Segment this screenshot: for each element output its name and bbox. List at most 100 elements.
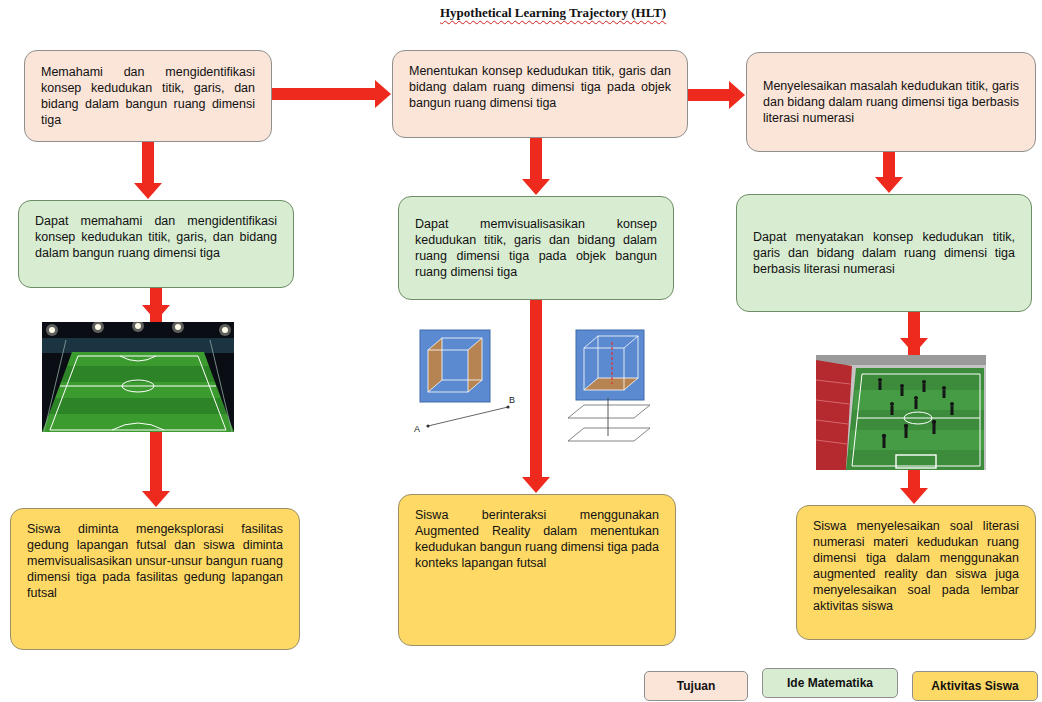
players xyxy=(878,378,954,448)
player xyxy=(914,396,918,400)
pitch-stripe xyxy=(853,390,984,410)
math-idea-box: Dapat memahami dan mengidentifikasi kons… xyxy=(18,200,294,288)
pitch-line xyxy=(50,356,226,430)
box-text: Siswa diminta mengeksplorasi fasilitas g… xyxy=(27,521,283,601)
fence-line xyxy=(44,340,66,432)
perpendicular-line xyxy=(608,398,609,436)
cube-edge xyxy=(428,338,442,350)
light xyxy=(222,327,228,333)
box-text: Memahami dan mengidentifikasi konsep ked… xyxy=(41,64,255,128)
shaded-plane xyxy=(428,338,442,392)
pitch-stripe xyxy=(42,414,234,432)
goal-area xyxy=(120,356,156,361)
goal-box: Menyelesaikan masalah kedudukan titik, g… xyxy=(746,52,1036,152)
light-glow xyxy=(46,324,58,336)
line-segment xyxy=(428,407,508,426)
center-circle xyxy=(122,380,154,392)
cube-edge xyxy=(584,348,624,390)
box-text: Dapat memvisualisasikan konsep kedudukan… xyxy=(415,216,657,280)
legend-label: Aktivitas Siswa xyxy=(931,679,1018,693)
pitch-stripe xyxy=(55,382,221,398)
player xyxy=(904,424,908,428)
light xyxy=(95,324,101,330)
box-text: Siswa berinteraksi menggunakan Augmented… xyxy=(415,507,659,571)
render-ground xyxy=(816,355,986,470)
legend-swatch: Ide Matematika xyxy=(762,668,898,698)
diagram-title: Hypothetical Learning Trajectory (HLT) xyxy=(440,5,666,21)
cube-edge xyxy=(442,338,482,380)
player xyxy=(943,390,946,398)
pitch-stripe xyxy=(67,352,209,366)
box-text: Menentukan konsep kedudukan titik, garis… xyxy=(409,63,671,111)
cube-edge xyxy=(428,350,468,392)
player xyxy=(951,406,954,415)
legend-label: Tujuan xyxy=(677,679,715,693)
player xyxy=(942,386,946,390)
player xyxy=(901,388,904,396)
figure-ground xyxy=(420,330,490,402)
pitch-stripe xyxy=(849,430,984,450)
flood-lights xyxy=(46,320,231,336)
stand xyxy=(816,360,852,470)
pitch-stripe xyxy=(49,398,227,414)
center-line xyxy=(60,386,216,387)
player xyxy=(882,434,886,438)
light-glow xyxy=(219,324,231,336)
player xyxy=(932,420,936,424)
activity-box: Siswa menyelesaikan soal literasi numera… xyxy=(796,505,1036,640)
flow-arrow xyxy=(530,300,542,478)
point-label: B xyxy=(509,395,515,405)
player xyxy=(915,400,918,409)
goal-area xyxy=(112,423,164,430)
player xyxy=(900,384,904,388)
center-circle xyxy=(904,412,932,424)
stand-row xyxy=(816,380,850,384)
ar-futsal-render xyxy=(816,355,986,470)
player xyxy=(923,384,926,392)
goal-box: Memahami dan mengidentifikasi konsep ked… xyxy=(24,50,272,142)
flow-arrow xyxy=(530,138,542,180)
figure-ground xyxy=(576,330,644,400)
flow-arrow xyxy=(883,152,895,178)
legend-swatch: Aktivitas Siswa xyxy=(912,671,1038,701)
fence-line xyxy=(210,340,232,432)
player xyxy=(883,438,886,448)
goal xyxy=(896,455,936,468)
arrow-head xyxy=(142,305,170,321)
center-line xyxy=(857,418,980,419)
activity-box: Siswa berinteraksi menggunakan Augmented… xyxy=(398,494,676,646)
cube-edge xyxy=(468,380,482,392)
photo-ground xyxy=(42,322,234,432)
render-roof xyxy=(816,355,986,365)
light-glow xyxy=(92,321,104,333)
cube-edge xyxy=(468,338,482,350)
flow-arrow xyxy=(688,89,730,101)
perpendicular-line xyxy=(611,342,612,384)
player xyxy=(922,380,926,384)
math-idea-box: Dapat menyatakan konsep kedudukan titik,… xyxy=(736,194,1032,312)
cube-edge xyxy=(624,378,638,390)
light xyxy=(49,327,55,333)
box-text: Dapat memahami dan mengidentifikasi kons… xyxy=(35,213,277,261)
stand-row xyxy=(816,400,849,404)
arrow-head xyxy=(900,338,928,354)
player xyxy=(890,402,894,406)
light-glow xyxy=(132,320,144,332)
box-text: Menyelesaikan masalah kedudukan titik, g… xyxy=(763,78,1019,126)
box-text: Siswa menyelesaikan soal literasi numera… xyxy=(813,518,1019,614)
shaded-plane xyxy=(584,378,638,390)
point xyxy=(506,405,509,408)
box-text: Dapat menyatakan konsep kedudukan titik,… xyxy=(753,229,1015,277)
legend-label: Ide Matematika xyxy=(787,676,873,690)
light xyxy=(175,324,181,330)
cube-figure xyxy=(420,330,490,402)
cube-edge xyxy=(598,336,638,378)
math-idea-box: Dapat memvisualisasikan konsep kedudukan… xyxy=(398,196,674,300)
cube-edge xyxy=(584,378,598,390)
flow-arrow xyxy=(272,88,376,100)
flow-arrow xyxy=(142,142,154,184)
player xyxy=(891,406,894,415)
light xyxy=(135,323,141,329)
player xyxy=(878,378,882,382)
